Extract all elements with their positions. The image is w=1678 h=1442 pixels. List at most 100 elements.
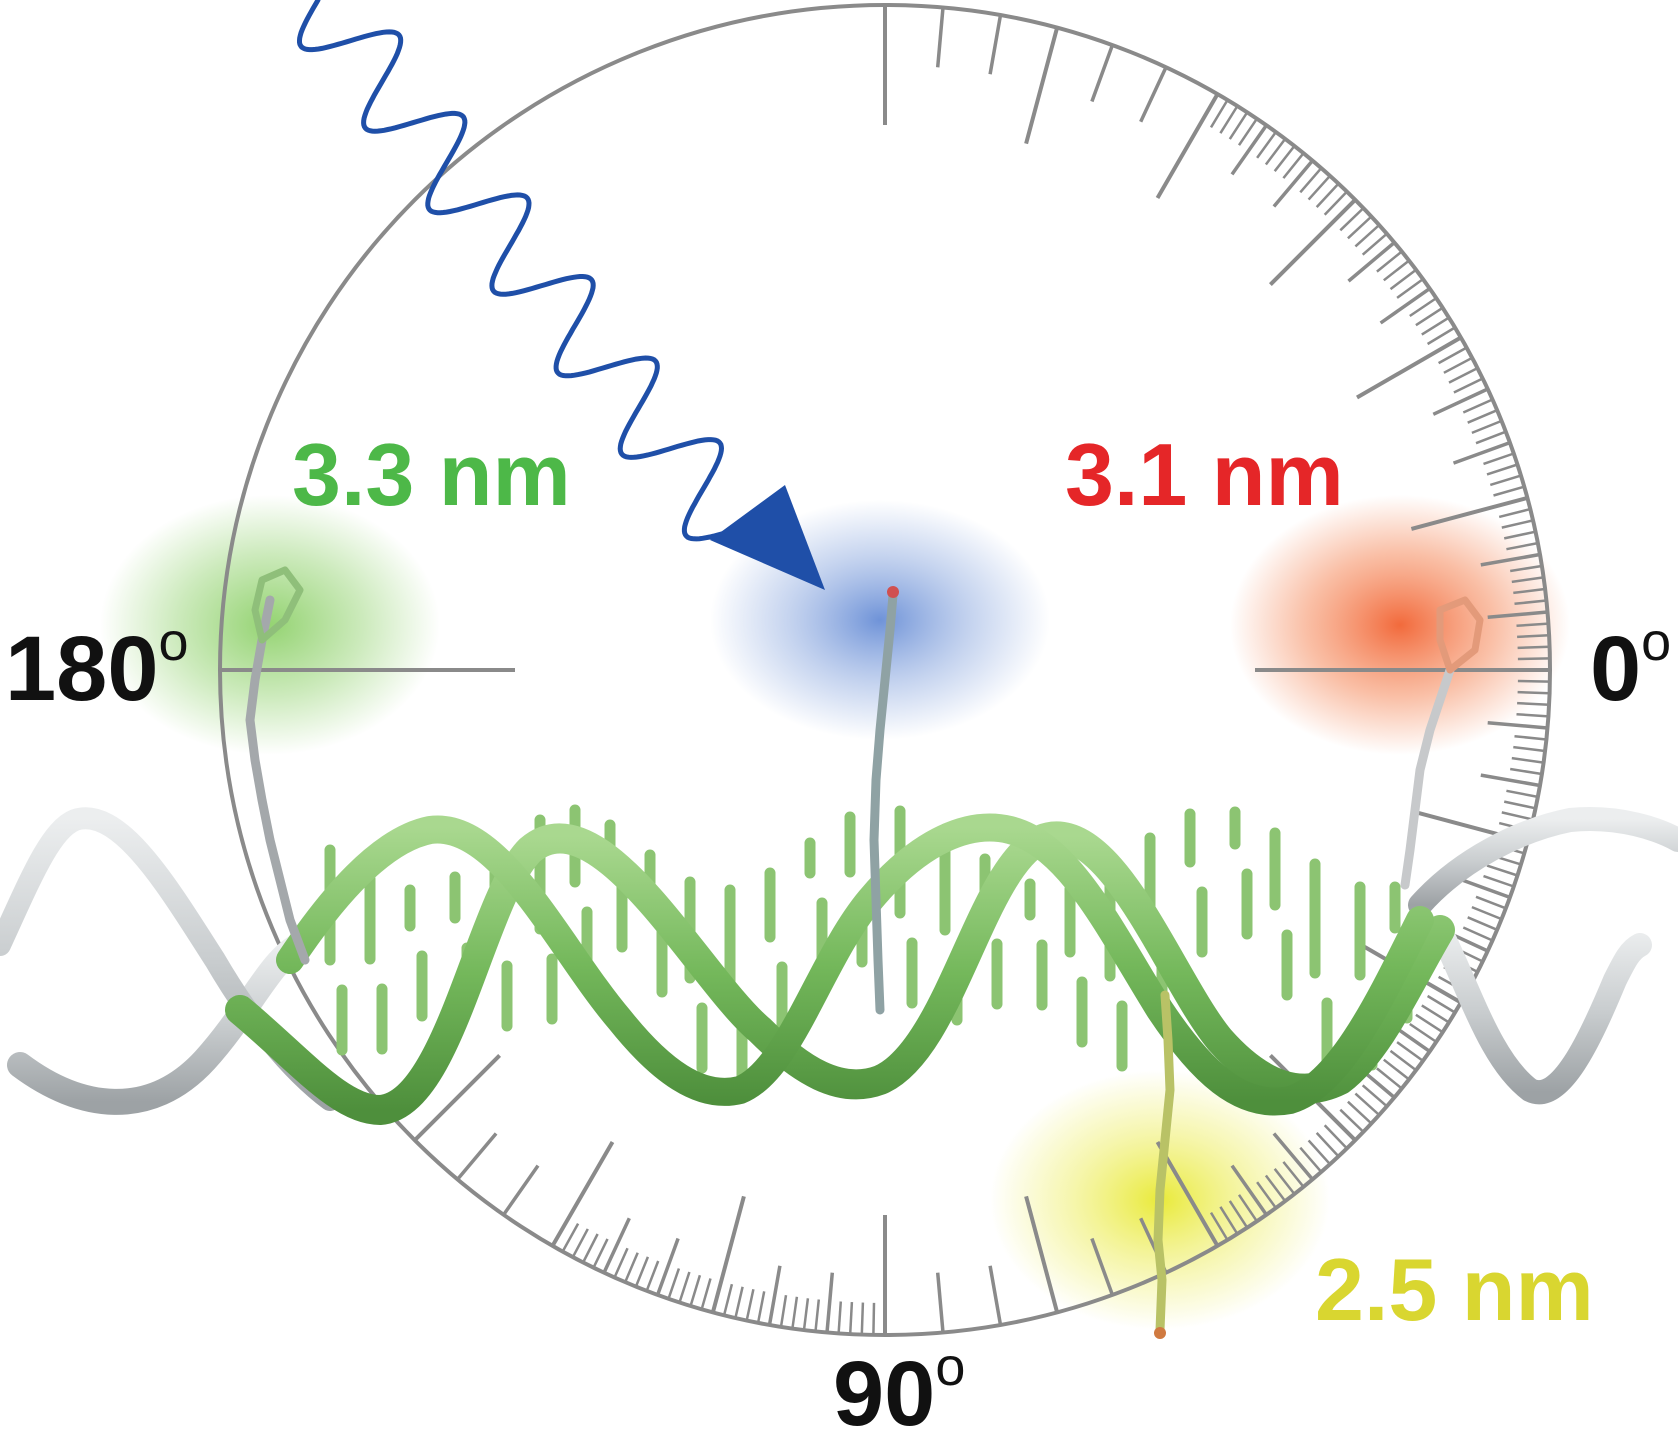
dial-tick: [1396, 1041, 1424, 1062]
dial-tick: [1510, 564, 1542, 573]
dial-tick: [561, 1222, 580, 1253]
dial-tick: [1155, 93, 1220, 200]
dial-tick: [722, 1283, 734, 1316]
dial-tick: [1230, 1164, 1268, 1216]
angle-label-0: 0o: [1590, 612, 1671, 720]
dial-tick: [779, 1295, 788, 1327]
dial-tick: [1282, 152, 1305, 179]
distance-label-red: 3.1 nm: [1065, 425, 1344, 524]
dial-tick: [456, 1132, 498, 1181]
dial-tick: [1347, 215, 1373, 240]
dial-tick: [1237, 1194, 1258, 1222]
dial-tick: [1503, 530, 1536, 540]
dial-tick: [689, 1274, 702, 1307]
dial-tick: [502, 1164, 540, 1216]
dial-tick: [1501, 811, 1534, 821]
grey-strand-right: [1408, 807, 1678, 917]
dial-tick: [581, 1233, 599, 1264]
dial-tick: [1347, 241, 1396, 283]
dial-tick: [1453, 377, 1484, 394]
dial-tick: [1517, 645, 1550, 650]
dial-tick: [935, 7, 945, 68]
dial-tick: [1209, 99, 1229, 129]
dial-tick: [413, 1053, 502, 1142]
dial-tick: [1426, 326, 1456, 346]
dial-tick: [1228, 1200, 1249, 1229]
dial-tick: [1307, 174, 1331, 201]
grey-strand-right-lower: [1428, 918, 1652, 1105]
blue-donor-molecule: [869, 586, 899, 1015]
dial-tick: [602, 1217, 631, 1274]
dial-tick: [1264, 138, 1287, 166]
dial-tick: [1272, 1132, 1314, 1181]
green-strand-b: [276, 813, 1434, 1116]
grey-strand-left: [7, 932, 313, 1115]
dial-tick: [1432, 387, 1489, 416]
dial-tick: [1514, 599, 1547, 606]
dial-tick: [1323, 190, 1348, 216]
dial-tick: [1409, 1022, 1437, 1043]
dial-tick: [1511, 756, 1544, 764]
dial-tick: [1421, 316, 1450, 336]
angle-label-180: 180o: [5, 612, 189, 720]
dial-tick: [791, 1296, 799, 1329]
green-strand-a: [225, 821, 1455, 1126]
dial-tick: [1264, 1174, 1287, 1202]
dial-tick: [1471, 905, 1503, 921]
dial-tick: [1282, 1161, 1305, 1188]
dial-tick: [860, 1302, 865, 1335]
dial-tick: [1228, 111, 1249, 140]
dial-tick: [1517, 701, 1550, 707]
dial-tick: [667, 1268, 681, 1300]
dial-tick: [1237, 118, 1258, 146]
excitation-arrow: [297, 0, 825, 590]
dial-tick: [645, 1260, 660, 1292]
green-dna-helix: [225, 804, 1455, 1126]
dial-tick: [1256, 131, 1277, 159]
dial-tick: [1219, 1206, 1239, 1235]
dial-tick: [1517, 633, 1550, 639]
dial-tick: [1090, 1237, 1115, 1296]
dial-tick: [1209, 1211, 1229, 1241]
dial-tick: [700, 1278, 712, 1310]
dial-tick: [1493, 485, 1525, 497]
dial-tick: [1486, 864, 1518, 877]
angle-label-90: 90o: [833, 1337, 965, 1442]
fluorophore-linkers: [245, 566, 1484, 1339]
dial-tick: [802, 1298, 810, 1331]
dial-tick: [1443, 356, 1473, 374]
dial-tick: [655, 1237, 680, 1296]
dial-tick: [1517, 657, 1550, 661]
dial-tick: [1467, 409, 1498, 424]
dial-tick: [1361, 1084, 1388, 1108]
dial-tick: [1486, 463, 1518, 476]
red-acceptor-molecule: [1400, 596, 1484, 890]
dial-tick: [1315, 1132, 1340, 1158]
dial-tick: [1315, 182, 1340, 208]
dial-tick: [1471, 419, 1503, 435]
dial-tick: [1421, 1004, 1450, 1024]
dial-tick: [1511, 576, 1544, 584]
dial-tick: [872, 1302, 876, 1335]
dial-tick: [1437, 346, 1468, 365]
dial-tick: [710, 1195, 746, 1313]
dial-tick: [1376, 1067, 1403, 1090]
dial-tick: [1415, 306, 1444, 327]
dial-tick: [1323, 1124, 1348, 1150]
dial-tick: [734, 1286, 744, 1319]
dial-tick: [592, 1238, 609, 1269]
distance-label-green: 3.3 nm: [292, 425, 571, 524]
distance-label-yellow: 2.5 nm: [1315, 1240, 1594, 1339]
dial-tick: [1516, 712, 1549, 718]
dial-tick: [1024, 1195, 1060, 1313]
dial-tick: [613, 1247, 629, 1279]
green-acceptor-molecule: [245, 566, 310, 965]
dial-tick: [1516, 622, 1549, 628]
dial-tick: [1339, 207, 1365, 232]
dial-tick: [1467, 916, 1498, 931]
dial-tick: [1410, 495, 1528, 531]
dial-tick: [1517, 679, 1550, 683]
dial-tick: [1383, 259, 1410, 282]
dial-tick: [1517, 690, 1550, 695]
dial-tick: [1355, 335, 1462, 400]
